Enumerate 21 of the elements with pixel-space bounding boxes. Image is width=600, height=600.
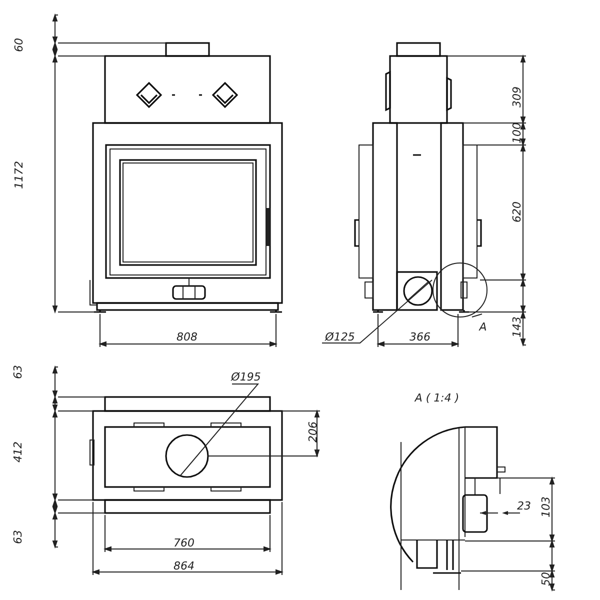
dimension-value: 100 — [512, 122, 522, 144]
diameter-label: Ø195 — [231, 372, 261, 382]
dimension-value: 760 — [174, 538, 194, 548]
dimension-value: 103 — [540, 496, 552, 518]
dimension-value: 63 — [12, 530, 24, 544]
dimension-value: 60 — [14, 38, 24, 52]
dimension-value: 864 — [174, 560, 194, 572]
detail-marker-label: A — [479, 322, 487, 332]
dimension-value: 620 — [512, 202, 522, 222]
detail-view-title: A ( 1:4 ) — [414, 392, 460, 404]
dimension-value: 366 — [410, 332, 430, 342]
dimension-value: 309 — [512, 86, 522, 108]
dimension-value: 63 — [12, 365, 24, 379]
dimension-value: 412 — [12, 442, 24, 462]
diameter-label: Ø125 — [325, 332, 355, 342]
dimension-value: 143 — [512, 316, 522, 338]
dimension-value: 206 — [308, 422, 318, 442]
dimension-value: 1172 — [14, 161, 24, 189]
dimension-value: 50 — [540, 572, 552, 586]
dimension-value: 808 — [176, 332, 198, 342]
dimension-value: 23 — [517, 500, 531, 512]
